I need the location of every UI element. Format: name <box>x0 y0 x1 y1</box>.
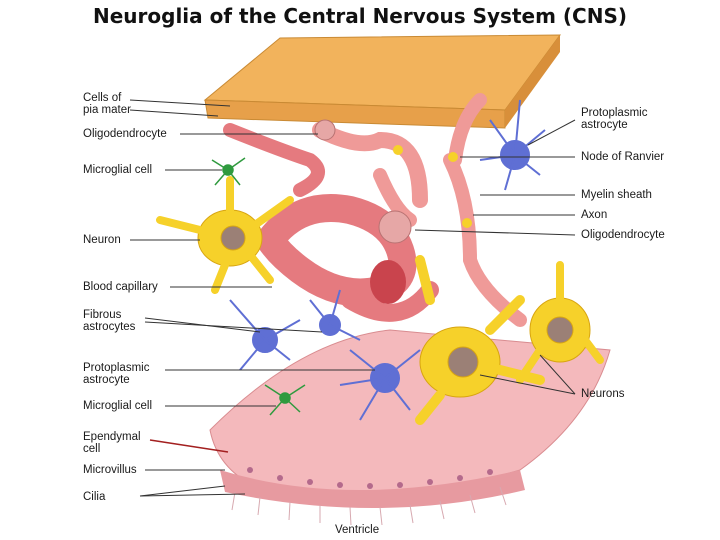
label-ependymal-cell: Ependymal cell <box>83 431 141 455</box>
label-axon: Axon <box>581 209 608 221</box>
label-microvillus: Microvillus <box>83 464 137 476</box>
label-neurons: Neurons <box>581 388 625 400</box>
label-protoplasmic-astrocyte-left: Protoplasmic astrocyte <box>83 362 150 386</box>
label-fibrous-astrocytes: Fibrous astrocytes <box>83 309 136 333</box>
label-microglial-cell-top: Microglial cell <box>83 164 153 176</box>
label-neuron: Neuron <box>83 234 121 246</box>
label-oligodendrocyte-left: Oligodendrocyte <box>83 128 167 140</box>
label-microglial-cell-bottom: Microglial cell <box>83 400 153 412</box>
label-cells-of-pia-mater: Cells of pia mater <box>83 92 131 116</box>
neurons <box>156 176 604 425</box>
label-blood-capillary: Blood capillary <box>83 281 158 293</box>
label-oligodendrocyte-right: Oligodendrocyte <box>581 229 665 241</box>
label-ventricle: Ventricle <box>335 524 380 536</box>
label-node-of-ranvier: Node of Ranvier <box>581 151 665 163</box>
myelinated-axons <box>312 93 527 327</box>
page-title: Neuroglia of the Central Nervous System … <box>92 4 627 28</box>
label-myelin-sheath: Myelin sheath <box>581 189 652 201</box>
microglial-cells <box>211 157 306 416</box>
label-protoplasmic-astrocyte-right: Protoplasmic astrocyte <box>581 107 648 131</box>
pia-mater-layer <box>203 34 561 129</box>
blood-capillary <box>223 123 439 322</box>
leader-lines <box>129 99 576 497</box>
label-cilia: Cilia <box>83 491 106 503</box>
